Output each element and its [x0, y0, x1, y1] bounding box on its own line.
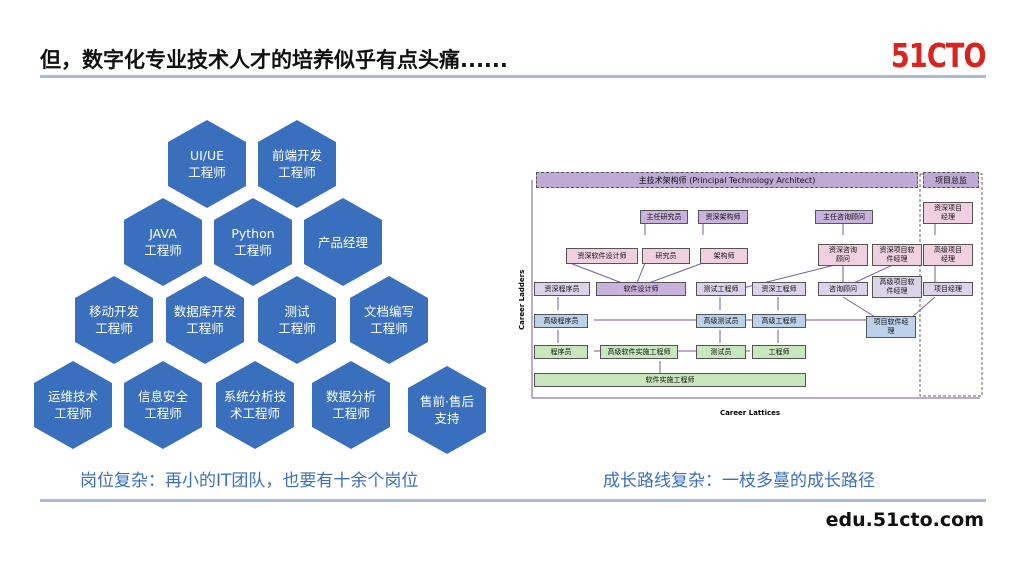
node-sw-designer: 软件设计师: [596, 282, 686, 296]
node-chief-researcher: 主任研究员: [640, 210, 688, 224]
node-high-impl-engineer: 高级软件实施工程师: [600, 345, 678, 359]
node-senior-engineer: 资深工程师: [752, 282, 806, 296]
node-principal-architect: 主技术架构师 (Principal Technology Architect): [536, 172, 918, 188]
node-chief-consultant: 主任咨询顾问: [815, 210, 873, 224]
node-pm: 项目经理: [923, 282, 973, 296]
footer-url: edu.51cto.com: [825, 509, 984, 531]
page-title: 但，数字化专业技术人才的培养似乎有点头痛......: [40, 48, 508, 72]
node-high-engineer: 高级工程师: [752, 314, 806, 328]
hex-presales-aftersales: 售前·售后 支持: [408, 366, 486, 454]
node-high-tester: 高级测试员: [696, 314, 746, 328]
caption-right: 成长路线复杂：一枝多蔓的成长路径: [603, 471, 875, 491]
node-project-director: 项目总监: [923, 172, 979, 188]
node-impl-engineer: 软件实施工程师: [534, 373, 806, 387]
node-high-pm: 高级项目 经理: [923, 244, 973, 266]
hex-ui-ue: UI/UE 工程师: [168, 120, 246, 208]
hex-mobile-dev: 移动开发 工程师: [75, 276, 153, 364]
node-senior-project-sw-mgr: 资深项目软 件经理: [872, 244, 922, 266]
node-senior-pm: 资深项目 经理: [923, 202, 973, 224]
node-senior-programmer: 资深程序员: [534, 282, 590, 296]
top-divider: [40, 75, 986, 78]
node-senior-consultant: 资深咨询 顾问: [818, 244, 868, 266]
node-programmer: 程序员: [534, 345, 588, 359]
hex-doc-writing: 文档编写 工程师: [350, 276, 428, 364]
node-engineer: 工程师: [752, 345, 806, 359]
node-senior-sw-designer: 资深软件设计师: [566, 248, 638, 264]
brand-logo: 51CTO: [891, 36, 987, 75]
caption-left: 岗位复杂：再小的IT团队，也要有十余个岗位: [80, 471, 419, 491]
bottom-divider: [40, 499, 986, 502]
node-researcher: 研究员: [642, 248, 690, 264]
node-consultant: 咨询顾问: [818, 282, 868, 296]
hex-frontend: 前端开发 工程师: [258, 120, 336, 208]
node-high-project-sw-mgr: 高级项目软 件经理: [872, 276, 922, 298]
hex-system-analysis: 系统分析技 术工程师: [216, 361, 294, 449]
hex-data-analysis: 数据分析 工程师: [312, 361, 390, 449]
node-test-engineer: 测试工程师: [696, 282, 746, 296]
career-path-diagram: 主技术架构师 (Principal Technology Architect) …: [510, 160, 990, 425]
hex-database-dev: 数据库开发 工程师: [166, 276, 244, 364]
y-axis-label: Career Ladders: [518, 269, 526, 330]
node-tester: 测试员: [696, 345, 746, 359]
hex-java: JAVA 工程师: [124, 198, 202, 286]
node-architect: 架构师: [700, 248, 748, 264]
node-high-programmer: 高级程序员: [534, 314, 588, 328]
hex-python: Python 工程师: [214, 198, 292, 286]
hex-ops: 运维技术 工程师: [34, 361, 112, 449]
node-senior-architect: 资深架构师: [698, 210, 748, 224]
x-axis-label: Career Lattices: [720, 409, 781, 417]
hex-product-manager: 产品经理: [304, 198, 382, 286]
hex-testing: 测试 工程师: [258, 276, 336, 364]
node-project-sw-mgr: 项目软件经 理: [866, 316, 916, 338]
hex-security: 信息安全 工程师: [124, 361, 202, 449]
